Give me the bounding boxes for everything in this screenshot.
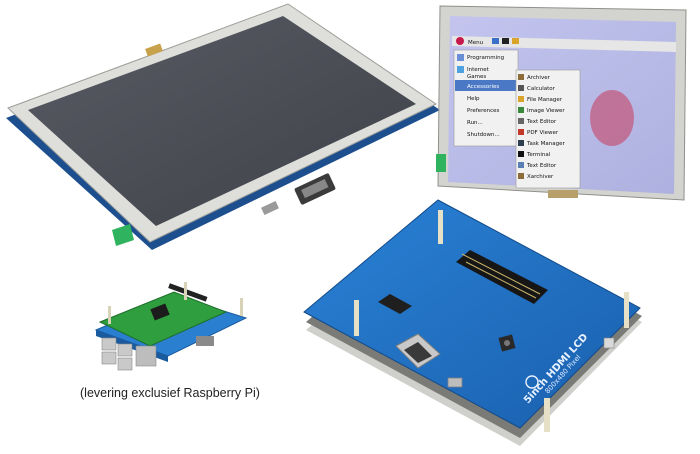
sub-menu-items: Archiver Calculator File Manager Image V… <box>518 74 565 180</box>
taskbar-browser-icon[interactable] <box>492 38 499 44</box>
back-inductor-dot <box>504 340 510 346</box>
display-front-view <box>6 3 440 250</box>
back-ribbon-connector <box>378 294 412 314</box>
display-hdmi-port-inner <box>301 178 329 199</box>
back-backlight-switch[interactable] <box>603 337 615 349</box>
sub-menu-item[interactable]: Calculator <box>527 86 556 92</box>
raspberry-pi-chip <box>150 303 170 321</box>
taskbar-terminal-icon[interactable] <box>502 38 509 44</box>
sub-menu-item[interactable]: Image Viewer <box>527 108 565 114</box>
sub-menu-item[interactable]: PDF Viewer <box>527 130 559 136</box>
display-back-view: 5inch HDMI LCD 800x480 Pixel <box>303 199 642 446</box>
back-hdmi-port-opening <box>404 342 432 363</box>
taskbar-files-icon[interactable] <box>512 38 519 44</box>
raspberry-pi-usb-ports <box>101 337 133 371</box>
display-usb-port <box>261 200 279 216</box>
display-protective-tab <box>112 224 134 246</box>
desktop-protective-tab <box>436 154 446 172</box>
raspberry-menu-icon[interactable] <box>456 37 464 45</box>
main-menu-item[interactable]: Games <box>467 74 486 80</box>
back-pcb <box>303 199 641 429</box>
main-menu-highlight <box>455 80 517 91</box>
taskbar-menu-label: Menu <box>468 40 483 46</box>
pi-display-standoffs <box>108 282 243 324</box>
sub-menu-item[interactable]: Archiver <box>527 75 551 81</box>
raspberry-pi-board <box>98 291 228 347</box>
sub-menu-panel <box>515 69 581 189</box>
main-menu-item[interactable]: Programming <box>467 55 504 61</box>
pi-display-hdmi-bridge <box>196 336 214 346</box>
raspberry-pi-ethernet-port <box>135 345 157 367</box>
sub-menu-item[interactable]: Text Editor <box>526 119 557 125</box>
ce-mark <box>525 375 539 389</box>
back-standoffs <box>354 210 629 432</box>
display-top-connector <box>145 43 163 57</box>
back-gpio-header <box>456 250 548 304</box>
main-menu-item[interactable]: Preferences <box>467 108 499 114</box>
back-usb-port[interactable] <box>447 377 463 388</box>
wallpaper-raspberry-logo <box>590 90 634 146</box>
display-screen <box>28 16 416 226</box>
sub-menu-item[interactable]: Xarchiver <box>527 174 554 180</box>
sub-menu-item[interactable]: Task Manager <box>526 141 565 147</box>
main-menu-item[interactable]: Run... <box>467 120 483 126</box>
display-desktop-view: Menu Programming Internet Games Accessor… <box>436 5 687 201</box>
sub-menu-item[interactable]: File Manager <box>527 97 563 103</box>
sub-menu-item[interactable]: Text Editor <box>526 163 557 169</box>
photo-caption: (levering exclusief Raspberry Pi) <box>80 386 260 400</box>
main-menu-item[interactable]: Shutdown... <box>467 132 500 138</box>
main-menu-items: Programming Internet Games Accessories H… <box>457 54 504 138</box>
desktop-standoff <box>548 190 578 198</box>
main-menu-panel <box>453 49 519 147</box>
display-on-pi-view <box>94 282 248 371</box>
sub-menu-item[interactable]: Terminal <box>526 152 551 158</box>
back-gpio-pins <box>461 253 541 299</box>
main-menu-item[interactable]: Accessories <box>467 84 499 90</box>
main-menu-item[interactable]: Help <box>467 96 480 102</box>
main-menu-item[interactable]: Internet <box>467 67 490 73</box>
raspberry-pi-gpio-header <box>168 283 208 302</box>
